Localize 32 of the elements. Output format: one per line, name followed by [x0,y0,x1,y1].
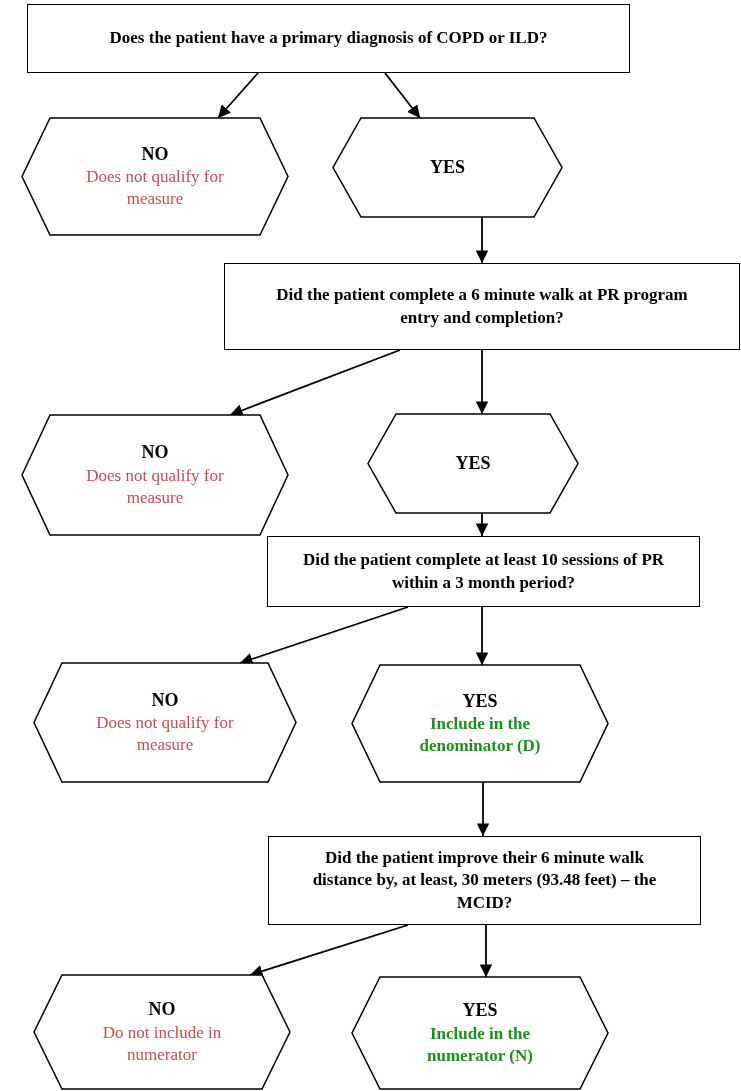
outcome-text: Does not qualify for measure [85,166,225,211]
arrow [239,606,409,665]
decision-box [267,536,700,607]
question-text: Does the patient have a primary diagnosis of COPD or ILD? [109,27,548,50]
arrow [229,349,401,417]
outcome-heading: YES [430,155,465,179]
arrow [479,924,493,978]
decision-box [224,263,740,350]
decision-box [268,836,701,925]
outcome-text: Does not qualify for measure [95,712,235,757]
outcome-heading: NO [141,142,169,166]
outcome-text: Does not qualify for measure [85,464,225,509]
arrow [475,606,489,666]
arrow [384,72,421,119]
arrow [475,349,489,415]
outcome-heading: YES [462,999,498,1023]
arrow [475,216,489,264]
outcome-heading: NO [151,688,179,712]
arrow [475,512,489,537]
outcome-text: Include in the denominator (D) [418,713,542,758]
question-text: Did the patient complete at least 10 sessions of PR within a 3 month period? [301,549,666,594]
decision-box [27,4,630,73]
arrow [476,781,490,837]
question-text: Did the patient complete a 6 minute walk at PR program entry and completion? [275,284,689,329]
question-text: Did the patient improve their 6 minute walk distance by, at least, 30 meters (93.48 feet) – the MCID? [311,847,658,914]
outcome-heading: YES [462,689,498,713]
outcome-heading: YES [455,451,491,475]
outcome-text: Include in the numerator (N) [426,1022,534,1067]
outcome-heading: NO [148,998,176,1022]
outcome-text: Do not include in numerator [101,1021,223,1066]
outcome-heading: NO [141,441,169,465]
arrow [217,72,259,119]
